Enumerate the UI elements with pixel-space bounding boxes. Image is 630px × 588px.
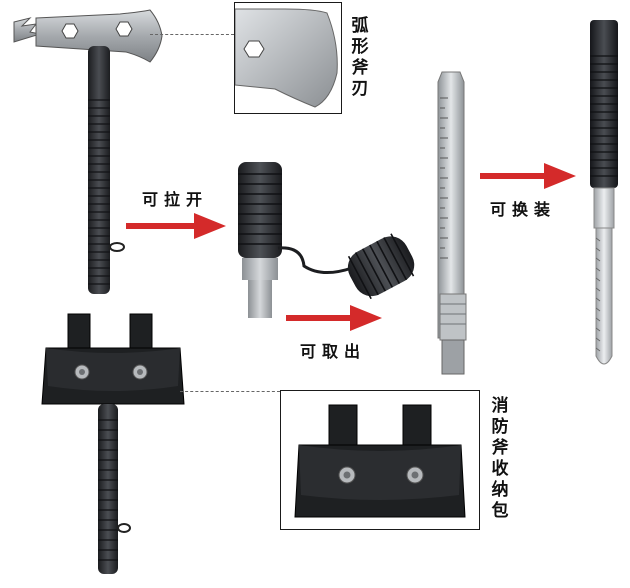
label-curved-blade: 弧形斧刃 bbox=[351, 16, 369, 99]
saw-tool-illustration bbox=[590, 20, 618, 365]
label-storage-bag: 消防斧收纳包 bbox=[491, 396, 509, 521]
curved-blade-inset bbox=[234, 2, 342, 114]
saw-blade-icon bbox=[595, 227, 613, 365]
storage-bag-icon bbox=[294, 404, 466, 518]
spiral-cord-icon bbox=[347, 233, 415, 300]
axe-in-holster-illustration bbox=[41, 313, 185, 574]
arrow-right-icon bbox=[480, 163, 576, 189]
leader-line-bag bbox=[180, 391, 280, 392]
arrow-right-icon bbox=[126, 213, 226, 239]
axe-handle bbox=[88, 46, 110, 294]
fire-axe-illustration bbox=[13, 9, 163, 294]
label-replaceable: 可换装 bbox=[490, 200, 557, 219]
label-pull-open: 可拉开 bbox=[142, 190, 209, 209]
curved-blade-icon bbox=[235, 8, 338, 108]
axe-head-icon bbox=[13, 17, 41, 43]
leader-line-blade bbox=[150, 34, 234, 35]
ruler-tool-illustration bbox=[437, 71, 467, 375]
label-removable: 可取出 bbox=[300, 342, 367, 361]
arrow-right-icon bbox=[286, 305, 382, 331]
storage-bag-inset bbox=[280, 390, 480, 530]
handle-with-cord-illustration bbox=[238, 162, 415, 318]
